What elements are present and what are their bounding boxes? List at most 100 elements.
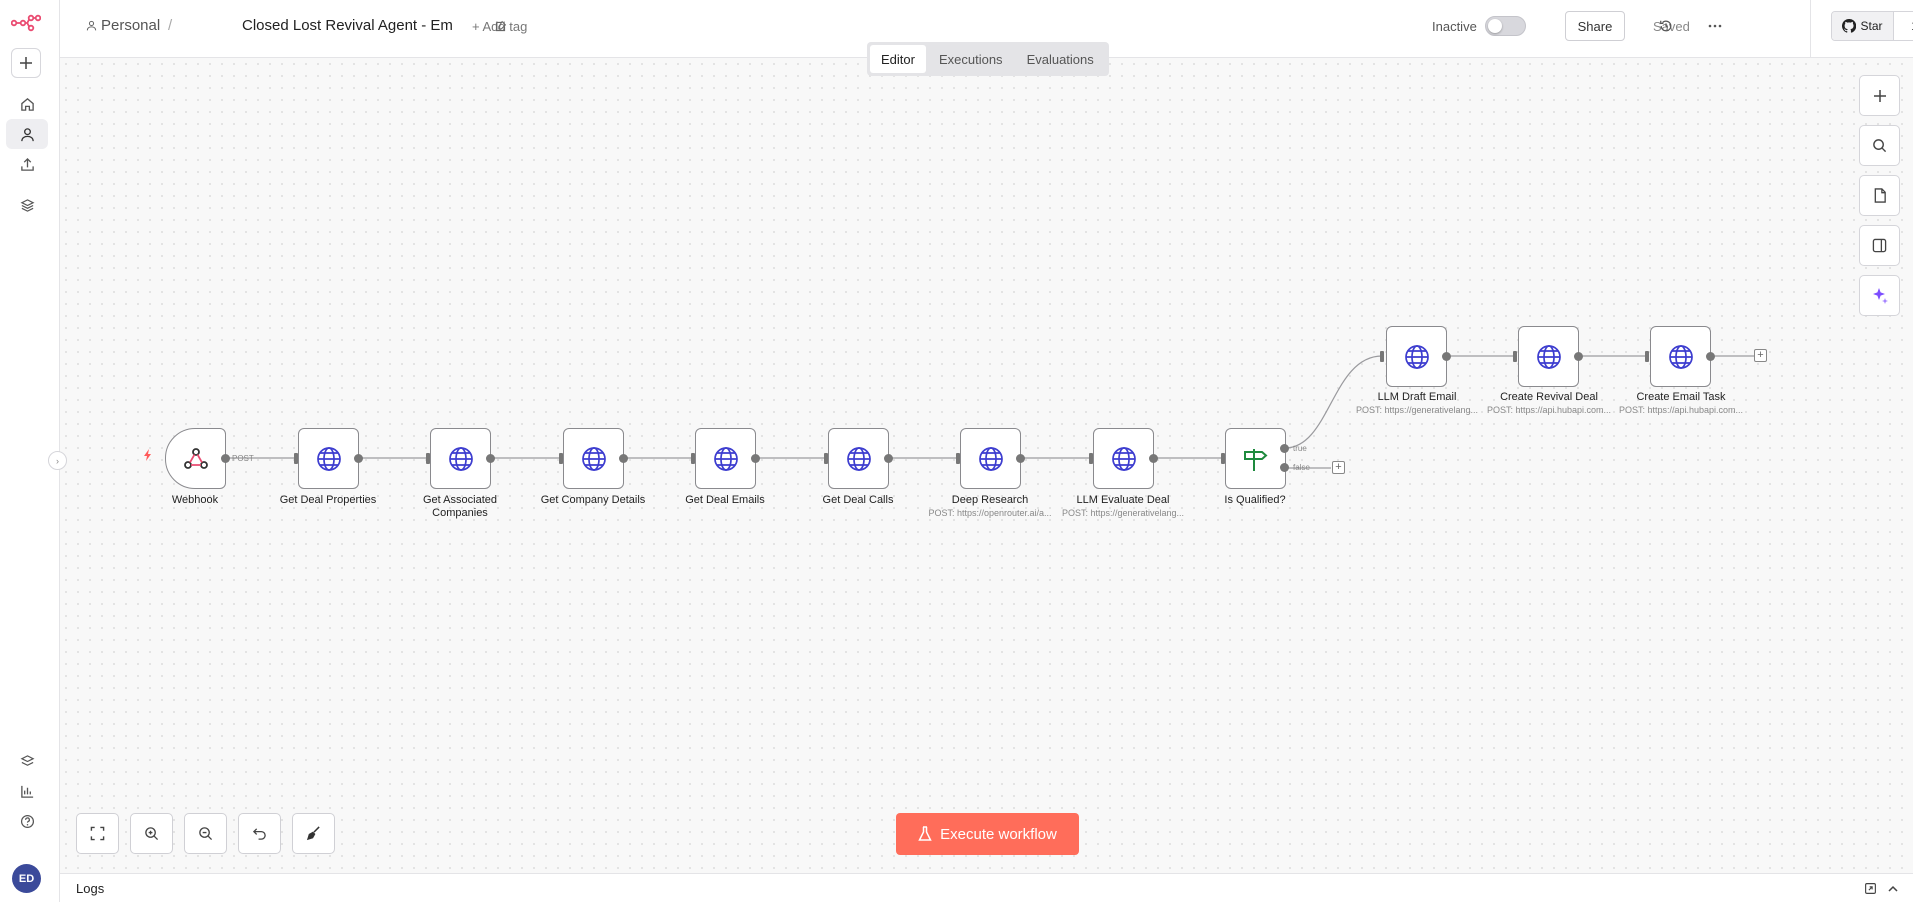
node-get-deal-properties[interactable] [298,428,359,489]
globe-icon [316,446,341,471]
node-label: Is Qualified? [1224,494,1286,506]
github-star-area: Star 178,836 [1810,0,1913,58]
zoom-out-button[interactable] [184,813,227,854]
add-node-end-button[interactable]: + [1754,349,1767,362]
node-llm-evaluate-deal[interactable] [1093,428,1154,489]
node-webhook[interactable] [165,428,226,489]
history-icon[interactable] [1656,16,1676,36]
node-is-qualified[interactable] [1225,428,1286,489]
workflow-canvas[interactable]: › POST Webhook Get Deal Properties Get A… [48,58,1913,873]
zoom-to-fit-button[interactable] [76,813,119,854]
output-handle[interactable] [1706,352,1715,361]
user-avatar[interactable]: ED [12,864,41,893]
share-upload-icon[interactable] [12,149,42,179]
add-tag-button[interactable]: + Add tag [472,19,528,34]
toggle-side-panel-button[interactable] [1859,225,1900,266]
connection-lines [226,355,1755,469]
execute-workflow-button[interactable]: Execute workflow [896,813,1079,855]
node-get-associated-companies[interactable] [430,428,491,489]
logs-panel-bar[interactable]: Logs [60,873,1913,902]
more-options-icon[interactable] [1705,16,1725,36]
signpost-if-icon [1243,448,1268,471]
insights-chart-icon[interactable] [12,776,42,806]
input-handle[interactable] [956,453,960,464]
home-icon[interactable] [12,89,42,119]
input-handle[interactable] [691,453,695,464]
webhook-icon [183,447,208,469]
templates-layers-icon[interactable] [12,190,42,220]
node-subtitle: POST: https://generativelang... [1355,405,1479,415]
n8n-logo-icon[interactable] [10,14,42,32]
node-llm-draft-email[interactable] [1386,326,1447,387]
zoom-in-button[interactable] [130,813,173,854]
tab-executions[interactable]: Executions [938,51,1003,67]
output-handle[interactable] [619,454,628,463]
output-handle[interactable] [354,454,363,463]
input-handle[interactable] [1380,351,1384,362]
variables-icon[interactable] [12,746,42,776]
tidy-up-button[interactable] [292,813,335,854]
input-handle[interactable] [824,453,828,464]
input-handle[interactable] [1221,453,1225,464]
node-create-email-task[interactable] [1650,326,1711,387]
input-handle[interactable] [559,453,563,464]
node-label: Get Company Details [540,494,646,506]
node-subtitle: POST: https://api.hubapi.com... [1618,405,1744,415]
ai-sparkle-icon [1872,287,1888,304]
output-handle[interactable] [221,454,230,463]
edit-description-icon[interactable] [490,16,510,36]
expand-panel-chevron-icon[interactable]: › [48,451,67,470]
output-handle[interactable] [1016,454,1025,463]
output-handle[interactable] [486,454,495,463]
input-handle[interactable] [426,453,430,464]
add-node-false-branch-button[interactable]: + [1332,461,1345,474]
create-button[interactable] [11,48,41,78]
input-handle[interactable] [1089,453,1093,464]
node-get-deal-emails[interactable] [695,428,756,489]
github-star-count: 178,836 [1894,12,1913,40]
output-handle[interactable] [1574,352,1583,361]
left-sidebar: ED [0,0,60,902]
search-icon [1873,139,1887,153]
toggle-knob [1488,19,1502,33]
globe-icon [978,446,1003,471]
add-node-button[interactable] [1859,75,1900,116]
node-label: Create Email Task [1636,391,1726,403]
add-sticky-note-button[interactable] [1859,175,1900,216]
output-handle[interactable] [1442,352,1451,361]
workflow-title[interactable]: Closed Lost Revival Agent - Em [242,17,453,34]
help-icon[interactable] [12,806,42,836]
github-icon [1842,19,1857,33]
logs-label: Logs [76,881,105,896]
tab-evaluations[interactable]: Evaluations [1026,51,1094,67]
node-deep-research[interactable] [960,428,1021,489]
node-subtitle: POST: https://api.hubapi.com... [1486,405,1612,415]
breadcrumb[interactable]: Personal [86,17,160,34]
flask-icon [918,826,932,841]
globe-icon [1404,344,1429,369]
share-button[interactable]: Share [1565,11,1625,41]
input-handle[interactable] [1645,351,1649,362]
undo-button[interactable] [238,813,281,854]
output-handle[interactable] [884,454,893,463]
input-handle[interactable] [294,453,298,464]
active-toggle[interactable] [1485,16,1526,36]
globe-icon [1111,446,1136,471]
output-handle[interactable] [751,454,760,463]
expand-logs-chevron-icon[interactable] [1887,882,1899,900]
ai-assistant-button[interactable] [1859,275,1900,316]
tab-editor[interactable]: Editor [870,45,926,73]
search-nodes-button[interactable] [1859,125,1900,166]
globe-icon [1668,344,1693,369]
pop-out-logs-icon[interactable] [1864,882,1877,900]
personal-user-icon[interactable] [6,119,48,149]
true-output-handle[interactable] [1280,444,1289,453]
input-handle[interactable] [1513,351,1517,362]
node-create-revival-deal[interactable] [1518,326,1579,387]
node-get-deal-calls[interactable] [828,428,889,489]
github-star-button[interactable]: Star 178,836 [1831,11,1913,41]
false-output-handle[interactable] [1280,463,1289,472]
breadcrumb-project[interactable]: Personal [101,17,161,34]
output-handle[interactable] [1149,454,1158,463]
node-get-company-details[interactable] [563,428,624,489]
